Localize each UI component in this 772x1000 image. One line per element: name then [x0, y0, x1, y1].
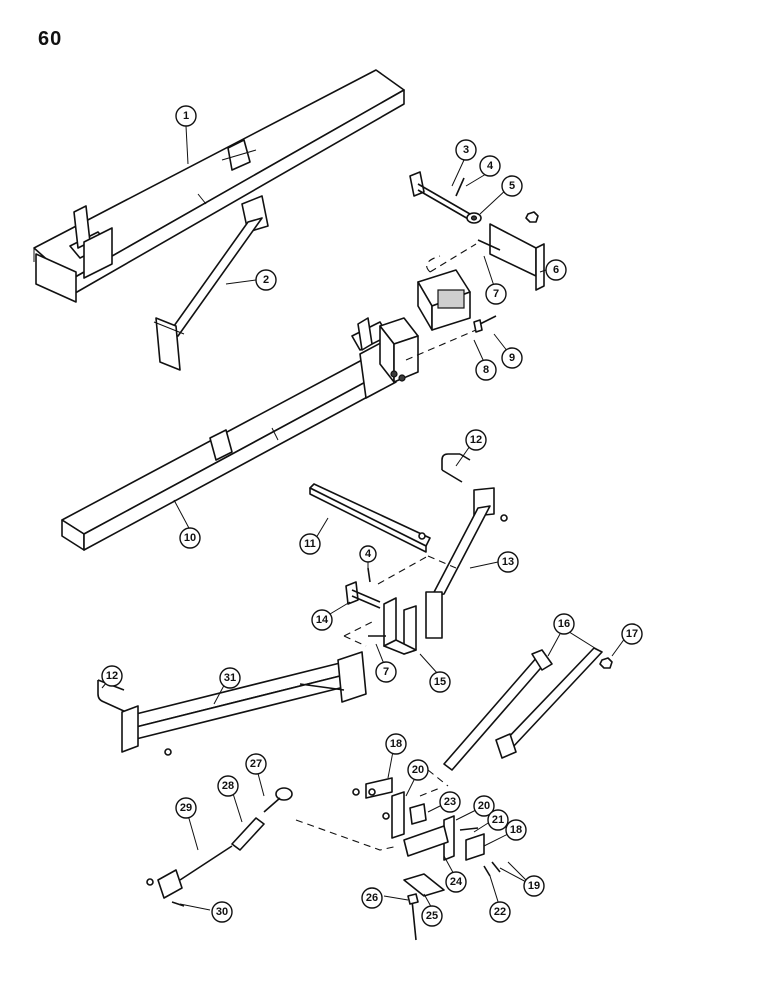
svg-text:31: 31	[224, 672, 236, 684]
svg-text:6: 6	[553, 264, 559, 276]
tube-part-1	[33, 69, 405, 303]
svg-text:12: 12	[106, 670, 118, 682]
assembly-dashed-lines	[295, 243, 477, 851]
svg-text:19: 19	[528, 880, 540, 892]
svg-text:18: 18	[390, 738, 402, 750]
arm-part-13	[418, 487, 508, 639]
callout-31: 31	[219, 667, 241, 689]
svg-text:7: 7	[383, 666, 389, 678]
svg-text:20: 20	[412, 764, 424, 776]
callout-10: 10	[179, 527, 201, 549]
callout-3: 3	[455, 139, 477, 161]
u-bolt-part-12-upper	[441, 453, 471, 483]
callout-21: 21	[487, 809, 509, 831]
callout-5: 5	[501, 175, 523, 197]
pin-part-3	[409, 171, 471, 221]
clevis-hardware	[352, 777, 501, 941]
callout-17: 17	[621, 623, 643, 645]
svg-text:25: 25	[426, 910, 438, 922]
frame-part-31	[121, 651, 367, 756]
svg-text:15: 15	[434, 676, 446, 688]
svg-text:12: 12	[470, 434, 482, 446]
nut-small-top	[525, 211, 539, 223]
callout-19: 19	[523, 875, 545, 897]
svg-text:14: 14	[316, 614, 329, 626]
flat-bar-part-11	[309, 483, 431, 553]
nut-part-17	[599, 657, 613, 669]
svg-text:18: 18	[510, 824, 522, 836]
svg-text:2: 2	[263, 274, 269, 286]
callout-18-left: 18	[385, 733, 407, 755]
svg-text:5: 5	[509, 180, 515, 192]
callout-15: 15	[429, 671, 451, 693]
callout-13: 13	[497, 551, 519, 573]
svg-text:10: 10	[184, 532, 196, 544]
svg-text:21: 21	[492, 814, 504, 826]
callout-20-right: 20	[473, 795, 495, 817]
callout-30: 30	[211, 901, 233, 923]
rod-part-16-left	[443, 649, 553, 771]
svg-text:9: 9	[509, 352, 515, 364]
svg-text:27: 27	[250, 758, 262, 770]
callout-28: 28	[217, 775, 239, 797]
callout-1: 1	[175, 105, 197, 127]
callout-4-upper: 4	[479, 155, 501, 177]
svg-text:22: 22	[494, 906, 506, 918]
callout-6: 6	[545, 259, 567, 281]
page-number: 60	[38, 28, 63, 50]
svg-text:30: 30	[216, 906, 228, 918]
callout-26: 26	[361, 887, 383, 909]
callout-7-lower: 7	[375, 661, 397, 683]
svg-text:1: 1	[183, 110, 189, 122]
plate-part-6	[477, 223, 545, 291]
svg-text:13: 13	[502, 556, 514, 568]
tube-part-10	[61, 317, 419, 551]
turnbuckle-assembly	[146, 787, 293, 907]
callout-18-right: 18	[505, 819, 527, 841]
bracket-part-8	[417, 269, 471, 331]
plate-part-15	[368, 597, 417, 655]
svg-text:23: 23	[444, 796, 456, 808]
callout-23: 23	[439, 791, 461, 813]
callout-8: 8	[475, 359, 497, 381]
svg-text:3: 3	[463, 144, 469, 156]
callout-29: 29	[175, 797, 197, 819]
callout-4-lower: 4	[359, 545, 377, 563]
callout-20-left: 20	[407, 759, 429, 781]
svg-text:11: 11	[304, 538, 316, 550]
callout-22: 22	[489, 901, 511, 923]
svg-text:17: 17	[626, 628, 638, 640]
pin-part-14	[345, 581, 381, 609]
svg-text:24: 24	[450, 876, 463, 888]
svg-text:4: 4	[487, 160, 494, 172]
svg-text:8: 8	[483, 364, 489, 376]
callout-11: 11	[299, 533, 321, 555]
callout-16: 16	[553, 613, 575, 635]
bolt-part-9	[473, 315, 497, 333]
callout-7-upper: 7	[485, 283, 507, 305]
cotter-part-4	[455, 177, 465, 197]
callout-12-upper: 12	[465, 429, 487, 451]
callout-24: 24	[445, 871, 467, 893]
svg-text:7: 7	[493, 288, 499, 300]
svg-text:26: 26	[366, 892, 378, 904]
washer-part-5	[466, 212, 482, 224]
callout-14: 14	[311, 609, 333, 631]
svg-text:28: 28	[222, 780, 234, 792]
svg-text:4: 4	[365, 548, 372, 560]
svg-text:20: 20	[478, 800, 490, 812]
callout-25: 25	[421, 905, 443, 927]
callout-12-lower: 12	[101, 665, 123, 687]
cotter-part-4-lower	[367, 567, 371, 583]
svg-text:29: 29	[180, 802, 192, 814]
callout-2: 2	[255, 269, 277, 291]
svg-text:16: 16	[558, 618, 570, 630]
callout-27: 27	[245, 753, 267, 775]
brace-part-2	[153, 195, 269, 371]
rod-part-16-right	[495, 647, 603, 759]
callout-9: 9	[501, 347, 523, 369]
